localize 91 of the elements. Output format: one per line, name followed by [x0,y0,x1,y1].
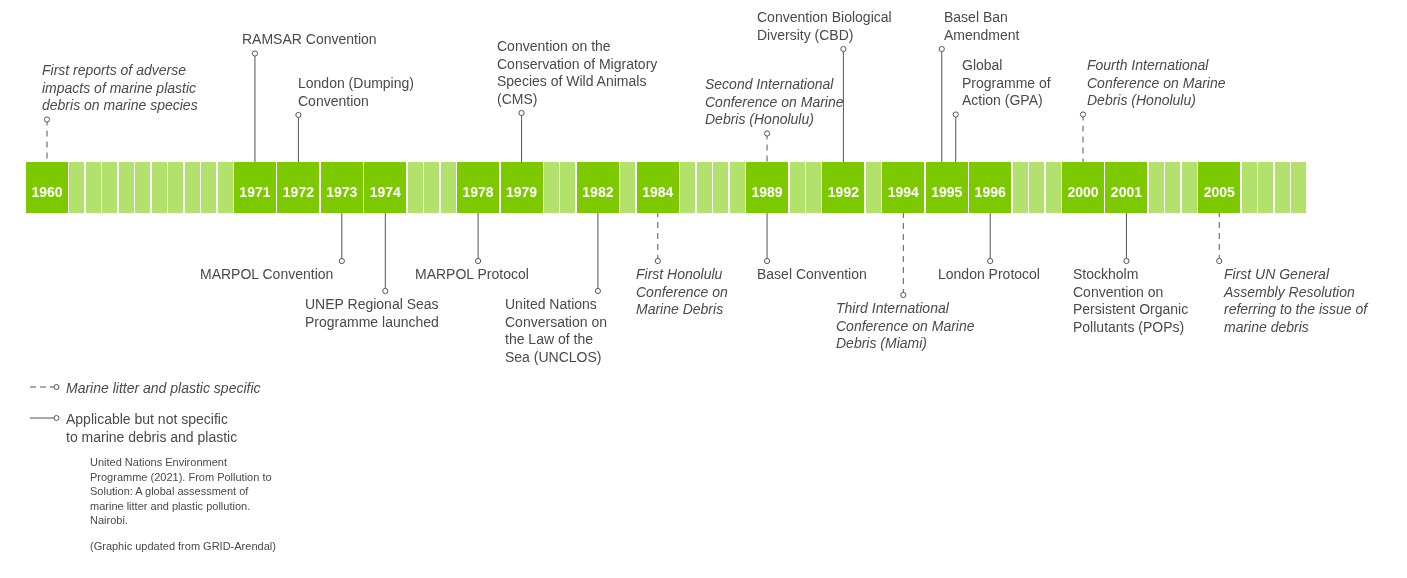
event-label: Basel Convention [757,266,887,284]
leader-line [840,45,847,163]
year-tick-cell [217,162,233,213]
year-tick-cell [168,162,184,213]
year-tick-cell [85,162,101,213]
year-tick-cell [407,162,423,213]
year-tick-cell [184,162,200,213]
leader-line [251,50,259,163]
leader-line [1216,212,1223,265]
event-label: MARPOL Protocol [415,266,555,284]
credit-note: (Graphic updated from GRID-Arendal) [90,539,277,554]
event-label: First Honolulu Conference on Marine Debris [636,266,746,319]
year-cell: 1996 [969,162,1012,213]
leader-line [938,45,945,163]
year-tick-cell [1181,162,1197,213]
year-cell: 1974 [364,162,407,213]
leader-line [987,212,994,265]
year-tick-cell [696,162,712,213]
year-cell: 1979 [500,162,543,213]
year-cell: 2000 [1062,162,1104,213]
year-tick-cell [69,162,85,213]
year-cell: 1972 [277,162,320,213]
leader-line [475,212,482,265]
year-cell: 1978 [457,162,500,213]
year-cell: 2001 [1105,162,1148,213]
year-tick-cell [560,162,576,213]
year-cell: 1989 [746,162,789,213]
leader-line [900,212,907,299]
legend-text: Applicable but not specific to marine debris and plastic [66,411,239,446]
year-tick-cell [789,162,805,213]
year-cell: 1994 [882,162,925,213]
leader-line [763,212,771,265]
year-tick-cell [1274,162,1290,213]
event-label: MARPOL Convention [200,266,370,284]
year-cell: 1984 [636,162,679,213]
year-tick-cell [865,162,881,213]
event-label: Fourth International Conference on Marine Debris (Honolulu) [1087,57,1232,110]
leader-line [654,212,661,265]
year-tick-cell [1241,162,1257,213]
year-tick-cell [680,162,696,213]
year-tick-cell [201,162,217,213]
year-tick-cell [424,162,440,213]
year-cell: 1973 [320,162,363,213]
event-label: London Protocol [938,266,1063,284]
year-tick-cell [1029,162,1045,213]
event-label: Basel Ban Amendment [944,9,1034,44]
event-label: Third International Conference on Marine Debris (Miami) [836,300,1016,353]
year-tick-cell [440,162,456,213]
year-cell: 1982 [576,162,619,213]
event-label: First reports of adverse impacts of marine plastic debris on marine species [42,62,202,115]
event-label: First UN General Assembly Resolution referring to the issue of marine debris [1224,266,1384,336]
year-tick-cell [1012,162,1028,213]
leader-line [1123,212,1130,265]
year-tick-cell [135,162,151,213]
leader-line [763,130,771,163]
leader-line [518,109,525,163]
year-tick-cell [1148,162,1164,213]
event-label: Stockholm Convention on Persistent Organic Pollutants (POPs) [1073,266,1213,336]
leader-line [594,212,601,295]
year-tick-cell [729,162,745,213]
year-tick-cell [713,162,729,213]
year-cell: 2005 [1198,162,1241,213]
year-tick-cell [118,162,134,213]
event-label: Convention Biological Diversity (CBD) [757,9,907,44]
year-cell: 1960 [26,162,68,213]
leader-line [338,212,345,265]
event-label: Convention on the Conservation of Migratory Species of Wild Animals (CMS) [497,38,662,108]
year-cell: 1995 [925,162,968,213]
legend-text: Marine litter and plastic specific [66,380,262,398]
leader-line [382,212,389,295]
leader-line [952,111,959,163]
event-label: RAMSAR Convention [242,31,422,49]
year-tick-cell [1291,162,1307,213]
year-cell: 1992 [822,162,865,213]
year-tick-cell [544,162,559,213]
year-tick-cell [805,162,821,213]
year-tick-cell [151,162,167,213]
year-tick-cell [620,162,636,213]
event-label: Second International Conference on Marine Debris (Honolulu) [705,76,850,129]
year-tick-cell [102,162,118,213]
event-label: United Nations Conversation on the Law of the Sea (UNCLOS) [505,296,620,366]
event-label: London (Dumping) Convention [298,75,438,110]
leader-line [295,111,302,163]
year-tick-cell [1045,162,1061,213]
leader-line [1079,111,1087,163]
year-tick-cell [1258,162,1274,213]
event-label: Global Programme of Action (GPA) [962,57,1062,110]
year-tick-cell [1165,162,1181,213]
year-cell: 1971 [233,162,276,213]
event-label: UNEP Regional Seas Programme launched [305,296,485,331]
citation-text: United Nations Environment Programme (2021). From Pollution to Solution: A global assessment of marine litter and plastic pollution. Nairobi. [90,455,273,528]
